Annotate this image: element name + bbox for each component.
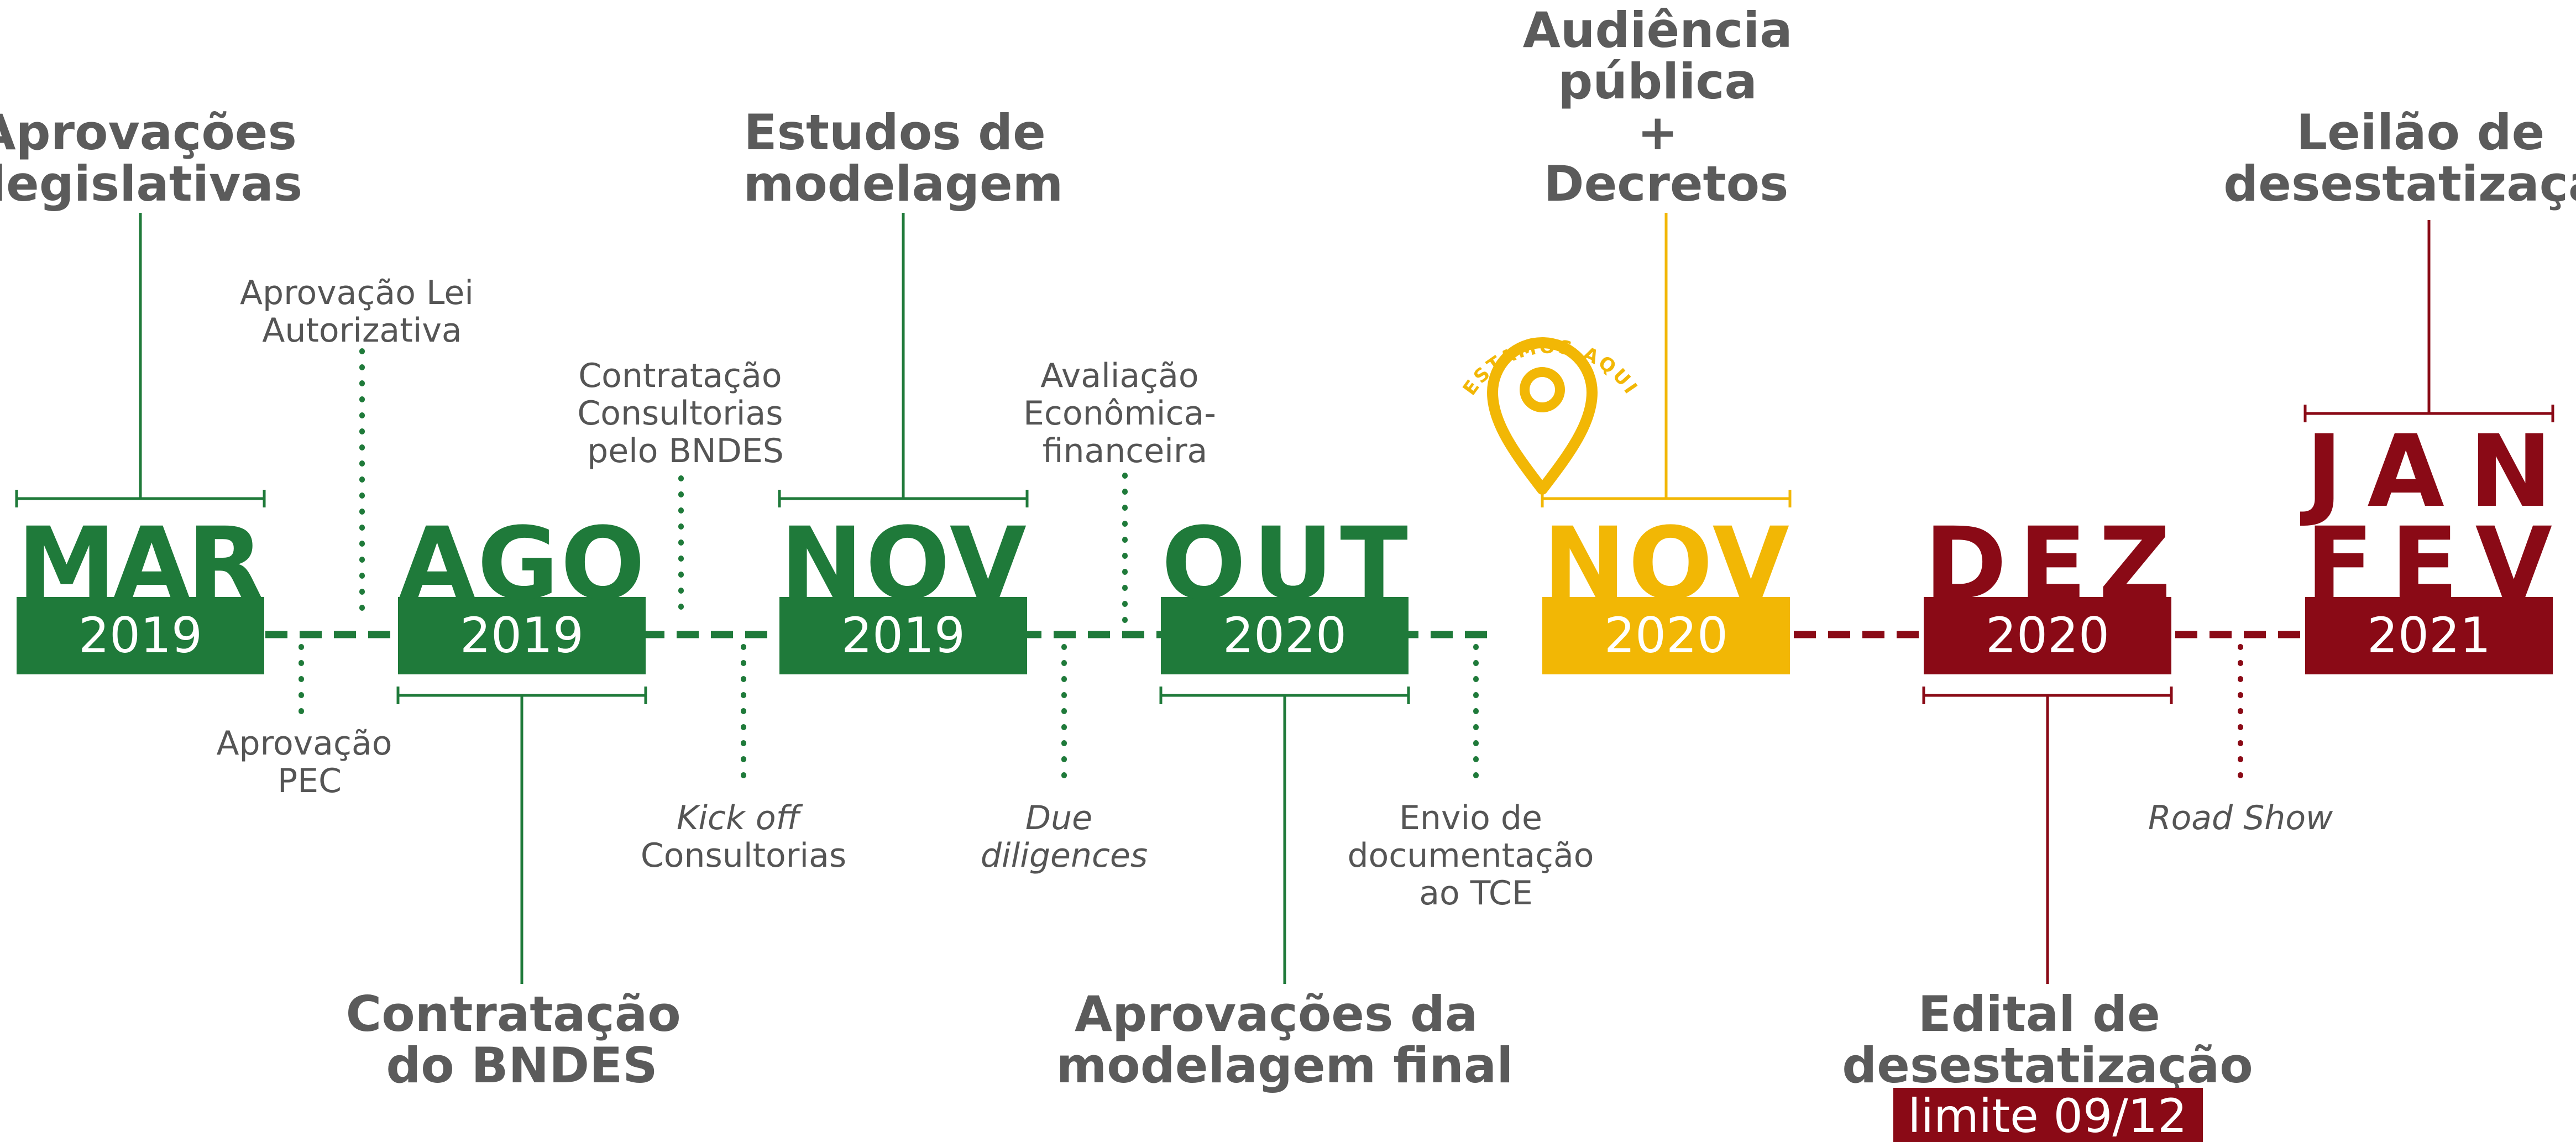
month-label: FEV [2306, 506, 2552, 622]
month-label: AGO [399, 506, 645, 622]
milestone-title: Edital de desestatização [1842, 986, 2253, 1094]
sub-event-label: Avaliação Econômica- financeira [1023, 357, 1227, 470]
milestone-title: Leilão de desestatização [2223, 104, 2576, 212]
year-label: 2020 [1604, 607, 1728, 664]
month-label: JAN [2300, 414, 2552, 530]
year-box [1542, 597, 1790, 674]
deadline-badge [1893, 1088, 2203, 1142]
year-labels: 2019 2019 2019 2020 2020 2020 2021 [78, 607, 2491, 664]
brackets [15, 213, 2554, 984]
sub-event-labels: Aprovação Lei Autorizativa Aprovação PEC… [216, 274, 2333, 913]
year-box [398, 597, 646, 674]
milestone-title: Estudos de modelagem [744, 104, 1064, 212]
milestone-title: Aprovações legislativas [0, 104, 314, 212]
year-label: 2019 [78, 607, 202, 664]
deadline-label: limite 09/12 [1908, 1089, 2187, 1142]
sub-event-connectors [299, 348, 2243, 793]
sub-event-label: Contratação Consultorias pelo BNDES [577, 357, 793, 470]
year-boxes [17, 597, 2553, 674]
month-label: OUT [1161, 506, 1408, 622]
year-label: 2020 [1223, 607, 1347, 664]
year-label: 2019 [460, 607, 584, 664]
year-label: 2021 [2367, 607, 2491, 664]
year-box [2305, 597, 2553, 674]
map-pin-icon [1487, 337, 1598, 495]
sub-event-label: Envio de documentação ao TCE [1347, 799, 1604, 913]
year-box [779, 597, 1027, 674]
month-label: MAR [17, 506, 264, 622]
you-are-here-marker: ESTAMOS AQUI [1459, 336, 1641, 495]
milestone-title: Audiência pública + Decretos [1523, 2, 1810, 212]
month-label: DEZ [1924, 506, 2171, 622]
sub-event-label: Aprovação PEC [216, 724, 402, 800]
sub-event-label: Aprovação Lei Autorizativa [240, 274, 484, 350]
sub-event-label: Due diligences [981, 799, 1148, 875]
year-box [17, 597, 264, 674]
year-label: 2019 [841, 607, 965, 664]
sub-event-label: Kick off Consultorias [641, 799, 846, 875]
year-label: 2020 [1986, 607, 2109, 664]
month-labels: MAR AGO NOV OUT NOV DEZ JAN FEV [17, 414, 2552, 622]
month-label: NOV [1543, 506, 1789, 622]
year-box [1161, 597, 1409, 674]
month-label: NOV [780, 506, 1027, 622]
year-box [1924, 597, 2171, 674]
milestone-titles: Aprovações legislativas Contratação do B… [0, 2, 2576, 1094]
sub-event-label: Road Show [2148, 799, 2333, 837]
milestone-title: Aprovações da modelagem final [1056, 986, 1514, 1094]
milestone-title: Contratação do BNDES [346, 986, 698, 1094]
